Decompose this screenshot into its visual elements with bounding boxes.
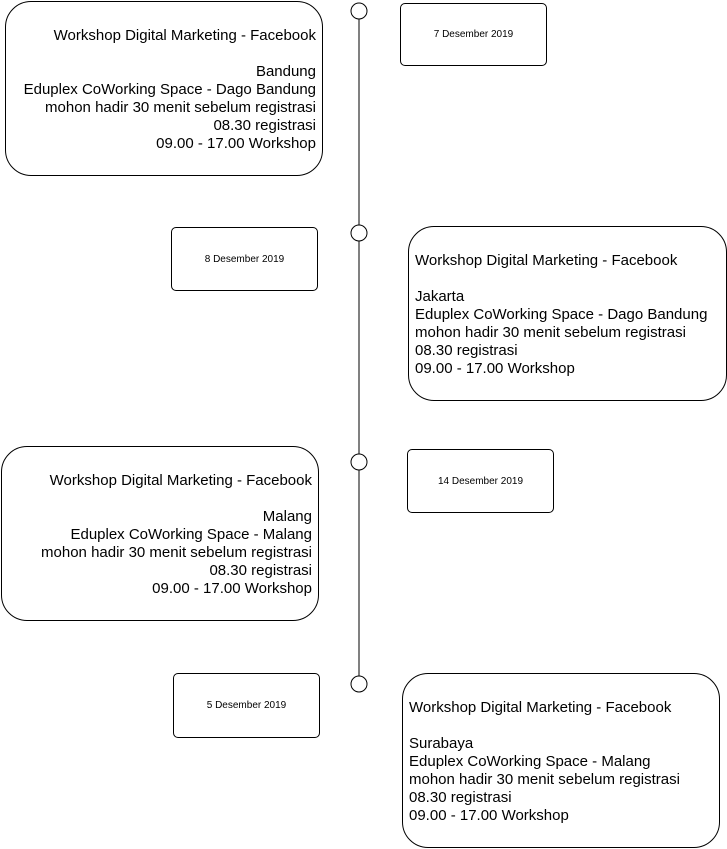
event-title: Workshop Digital Marketing - Facebook: [49, 472, 312, 489]
event-registration: 08.30 registrasi: [209, 562, 312, 579]
event-title: Workshop Digital Marketing - Facebook: [409, 699, 672, 716]
event-date-jakarta: 8 Desember 2019: [171, 227, 318, 291]
event-city: Bandung: [255, 63, 316, 80]
event-city: Surabaya: [409, 735, 474, 752]
event-card-malang: Workshop Digital Marketing - Facebook Ma…: [1, 446, 319, 621]
event-card-bandung: Workshop Digital Marketing - Facebook Ba…: [5, 1, 323, 176]
event-note: mohon hadir 30 menit sebelum registrasi: [45, 99, 316, 116]
event-registration: 08.30 registrasi: [409, 789, 512, 806]
event-workshop-time: 09.00 - 17.00 Workshop: [156, 135, 316, 152]
event-city: Jakarta: [415, 288, 465, 305]
event-title: Workshop Digital Marketing - Facebook: [415, 252, 678, 269]
timeline-node: [350, 2, 368, 20]
timeline-node: [350, 453, 368, 471]
event-note: mohon hadir 30 menit sebelum registrasi: [409, 771, 680, 788]
event-card-surabaya: Workshop Digital Marketing - Facebook Su…: [402, 673, 720, 848]
event-title: Workshop Digital Marketing - Facebook: [53, 27, 316, 44]
timeline-node: [350, 224, 368, 242]
event-note: mohon hadir 30 menit sebelum registrasi: [41, 544, 312, 561]
timeline-node: [350, 675, 368, 693]
event-workshop-time: 09.00 - 17.00 Workshop: [415, 360, 575, 377]
event-workshop-time: 09.00 - 17.00 Workshop: [152, 580, 312, 597]
event-venue: Eduplex CoWorking Space - Dago Bandung: [23, 81, 316, 98]
event-card-jakarta: Workshop Digital Marketing - Facebook Ja…: [408, 226, 727, 401]
event-registration: 08.30 registrasi: [415, 342, 518, 359]
event-note: mohon hadir 30 menit sebelum registrasi: [415, 324, 686, 341]
event-venue: Eduplex CoWorking Space - Malang: [409, 753, 651, 770]
event-date-bandung: 7 Desember 2019: [400, 3, 547, 66]
event-registration: 08.30 registrasi: [213, 117, 316, 134]
event-date-malang: 14 Desember 2019: [407, 449, 554, 513]
event-date-surabaya: 5 Desember 2019: [173, 673, 320, 738]
event-workshop-time: 09.00 - 17.00 Workshop: [409, 807, 569, 824]
spacer: [415, 270, 720, 288]
event-city: Malang: [262, 508, 312, 525]
spacer: [8, 490, 312, 508]
spacer: [409, 717, 713, 735]
spacer: [12, 45, 316, 63]
event-venue: Eduplex CoWorking Space - Dago Bandung: [415, 306, 708, 323]
event-venue: Eduplex CoWorking Space - Malang: [70, 526, 312, 543]
